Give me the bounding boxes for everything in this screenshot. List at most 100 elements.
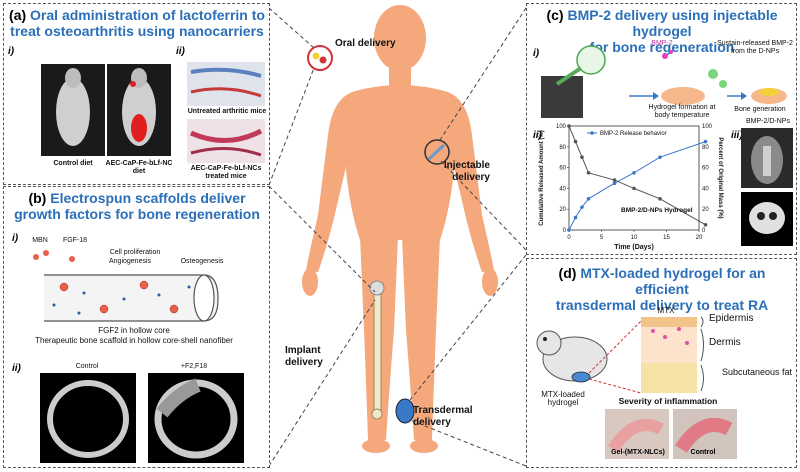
data-point [573, 215, 578, 220]
legend-text: BMP-2 Release behavior [600, 131, 667, 137]
x-tick-label: 10 [631, 235, 638, 241]
panel-d: (d) MTX-loaded hydrogel for an efficient… [526, 258, 797, 468]
panel-a-sub-i: i) [8, 46, 15, 57]
panel-c-sub-iii: iii) [731, 130, 743, 141]
hydrogel-formation-label: Hydrogel formation at body temperature [648, 104, 716, 119]
panel-b-label: (b) [28, 190, 47, 206]
y2-tick-label: 60 [702, 166, 709, 172]
angiogenesis-label: Angiogenesis [108, 258, 152, 265]
panel-b-title: (b) Electrospun scaffolds deliver growth… [14, 190, 260, 222]
mouse-skin-diagram [536, 316, 704, 394]
control-paw-image [673, 409, 737, 459]
data-point [586, 197, 591, 201]
y-tick-label: 80 [559, 145, 566, 151]
x-axis-label: Time (Days) [614, 244, 654, 251]
panel-c-sub-ii: ii) [533, 130, 542, 141]
y-tick-label: 0 [563, 228, 567, 234]
f2f18-ct-label: +F2,F18 [180, 363, 208, 370]
fgf18-label: FGF-18 [62, 237, 88, 244]
xray-image [741, 128, 793, 188]
mtx-label: MTX [657, 306, 675, 315]
untreated-mice-caption: Untreated arthritic mice [187, 108, 267, 115]
gel-mtx-nlcs-label: Gel-(MTX-NLCs) [611, 449, 665, 456]
control-ct-image [40, 373, 136, 463]
y2-tick-label: 40 [702, 186, 709, 192]
panel-b-sub-ii: ii) [12, 363, 21, 374]
epidermis-label: Epidermis [709, 313, 754, 324]
data-point [580, 205, 584, 209]
human-figure [302, 5, 498, 453]
data-point [658, 197, 662, 201]
skull-ct-image [741, 192, 793, 246]
panel-c: (c) BMP-2 delivery using injectable hydr… [526, 3, 797, 255]
mtx-loaded-hydrogel-label: MTX-loaded hydrogel [541, 390, 585, 407]
y-tick-label: 40 [559, 186, 566, 192]
data-point [703, 223, 708, 227]
x-tick-label: 15 [663, 235, 670, 241]
bone-generation-label: Bone generation [734, 106, 786, 113]
y-axis-label: Cumulative Released Amount (%) [539, 130, 545, 225]
panel-a-label: (a) [9, 7, 27, 23]
treated-mouse-image [107, 64, 171, 156]
control-ct-label: Control [75, 363, 99, 370]
y-tick-label: 60 [559, 166, 566, 172]
y2-tick-label: 100 [702, 124, 713, 130]
data-point [632, 186, 636, 191]
series-line-1 [568, 141, 706, 231]
control-paw-label: Control [690, 449, 716, 456]
data-point [658, 155, 662, 159]
osteogenesis-label: Osteogenesis [180, 258, 224, 265]
bmp2-dnps-image-label: BMP-2/D-NPs [746, 118, 790, 125]
panel-a-sub-ii: ii) [176, 46, 185, 57]
series-line-2 [568, 125, 706, 226]
control-mouse-image [41, 64, 105, 156]
y-tick-label: 100 [556, 124, 567, 130]
panel-c-label: (c) [546, 7, 564, 23]
pill-icon [307, 45, 333, 71]
data-point [612, 181, 617, 185]
data-point [612, 178, 617, 182]
data-point [580, 155, 584, 159]
treated-diet-caption: AEC-CaP-Fe-bLf-NC diet [105, 160, 173, 175]
severity-label: Severity of inflammation [618, 396, 718, 406]
legend-marker [590, 131, 594, 135]
data-point [632, 171, 636, 175]
femur-bone-icon [369, 280, 385, 420]
panel-c-title: (c) BMP-2 delivery using injectable hydr… [546, 7, 778, 55]
sustain-release-label: Sustain-released BMP-2 from the D-NPs [717, 40, 793, 55]
mbn-label: MBN [32, 237, 48, 244]
y-tick-label: 20 [559, 207, 566, 213]
data-point [573, 139, 578, 144]
hydrogel-schematic [541, 45, 787, 118]
hydrogel-annotation: BMP-2/D-NPs Hydrogel [621, 207, 693, 214]
treated-mice-caption: AEC-CaP-Fe-bLf-NCs treated mice [190, 165, 262, 180]
subcutaneous-fat-label: Subcutaneous fat [721, 367, 793, 377]
bmp2-label: BMP-2 [651, 40, 673, 47]
y2-tick-label: 20 [702, 207, 709, 213]
panel-a: (a) Oral administration of lactoferrin t… [3, 3, 270, 185]
x-tick-label: 5 [600, 235, 604, 241]
x-tick-label: 0 [567, 235, 571, 241]
scaffold-tube-diagram [33, 250, 219, 322]
data-point [586, 171, 591, 175]
patch-icon [395, 398, 415, 424]
y2-tick-label: 80 [702, 145, 709, 151]
cell-proliferation-label: Cell proliferation [109, 249, 161, 256]
gel-paw-image [605, 409, 669, 459]
panel-b-sub-i: i) [12, 233, 19, 244]
panel-b: (b) Electrospun scaffolds deliver growth… [3, 186, 270, 468]
data-point [567, 124, 571, 128]
panel-d-label: (d) [558, 265, 577, 281]
implant-delivery-label: Implant delivery [285, 345, 323, 368]
y2-tick-label: 0 [702, 228, 706, 234]
y2-axis-label: Percent of Original Mass (%) [717, 137, 723, 218]
injectable-delivery-label: Injectable delivery [443, 160, 490, 183]
scaffold-caption: Therapeutic bone scaffold in hollow core… [35, 336, 233, 345]
histology-treated-image [187, 119, 265, 163]
data-point [567, 228, 571, 232]
panel-d-title: (d) MTX-loaded hydrogel for an efficient… [555, 265, 769, 313]
plot-frame [568, 125, 700, 231]
data-point [703, 139, 708, 144]
